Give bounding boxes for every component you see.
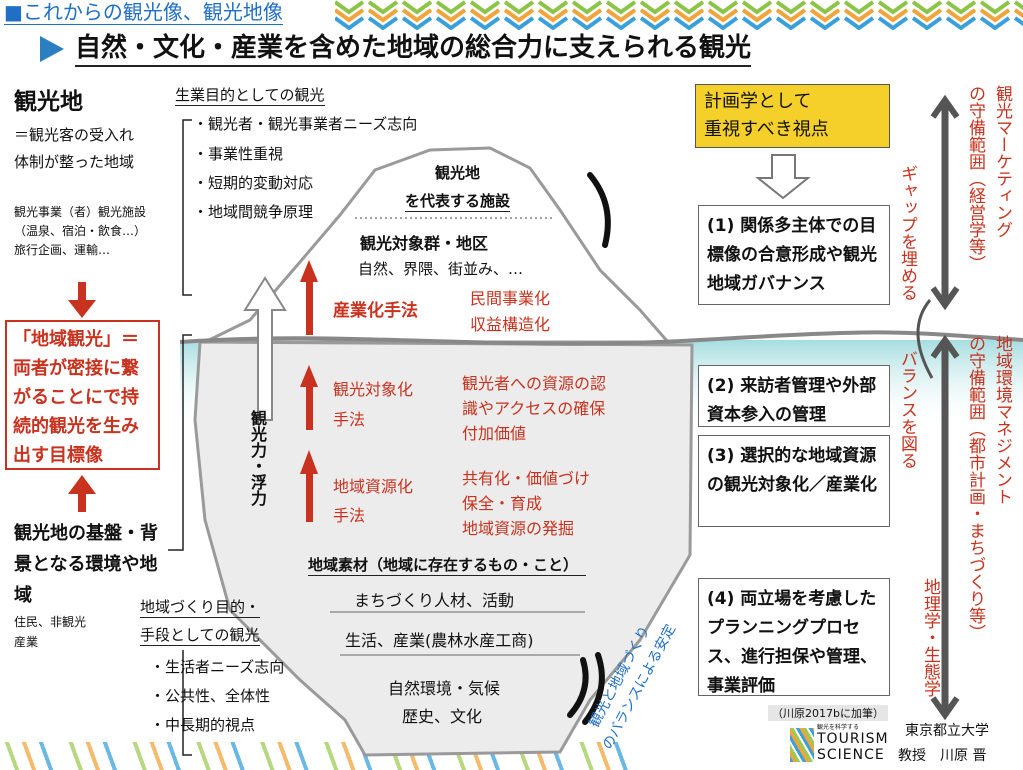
logo-text: SCIENCE xyxy=(817,747,885,763)
method-desc: 保全・育成 xyxy=(462,494,543,513)
layer: まちづくり人材、活動 xyxy=(354,591,515,610)
iceberg-top: 観光地 xyxy=(435,164,481,182)
marketing-scope: の守備範囲（経営学等） xyxy=(965,85,985,272)
community-item: ・中長期的視点 xyxy=(150,716,256,734)
motion-arc-icon xyxy=(582,652,605,725)
method-name: 観光対象化 xyxy=(333,380,414,399)
balance-label: バランスを図る xyxy=(897,350,917,469)
point-2: (2) 来訪者管理や外部資本参入の管理 xyxy=(698,365,890,427)
logo: 観光を科学する TOURISM SCIENCE xyxy=(790,722,888,767)
planning-box: 計画学として 重視すべき視点 xyxy=(695,84,890,148)
logo-mark-icon xyxy=(790,728,814,762)
method-name: 手法 xyxy=(333,410,366,429)
method-name: 手法 xyxy=(333,506,366,525)
business-item: ・事業性重視 xyxy=(193,145,284,163)
motion-arc-icon xyxy=(587,172,611,248)
base-heading: 観光地の基盤・背景となる環境や地域 xyxy=(14,523,158,606)
tourist-area-detail: 観光事業（者）観光施設（温泉、宿泊・飲食…）旅行企画、運輸… xyxy=(14,205,147,257)
attraction-group: 観光対象群・地区 xyxy=(360,234,489,253)
planning-line: 計画学として xyxy=(704,91,812,112)
method-desc: 観光者への資源の認 xyxy=(462,374,607,393)
point-3: (3) 選択的な地域資源の観光対象化／産業化 xyxy=(698,435,890,527)
method-name: 地域資源化 xyxy=(333,477,414,496)
attraction-items: 自然、界隈、街並み、… xyxy=(358,260,524,278)
affiliation: 東京都立大学 xyxy=(905,723,989,739)
geo-label: 地理学・生態学 xyxy=(920,578,940,697)
section-title: ■これからの観光像、観光地像 xyxy=(4,0,283,25)
iceberg-top: を代表する施設 xyxy=(405,192,511,212)
tourist-area-heading: 観光地 xyxy=(14,89,83,115)
logo-text: TOURISM xyxy=(817,731,889,747)
method-desc: 識やアクセスの確保 xyxy=(462,399,606,418)
chevron-decoration xyxy=(335,0,1023,30)
motion-arc-icon xyxy=(567,657,589,718)
logo-small: 観光を科学する xyxy=(817,724,860,731)
method-desc: 地域資源の発掘 xyxy=(462,519,575,538)
triangle-icon xyxy=(40,36,64,62)
page-title: 自然・文化・産業を含めた地域の総合力に支えられる観光 xyxy=(75,31,752,67)
planning-line: 重視すべき視点 xyxy=(704,119,829,140)
citation: （川原2017bに加筆） xyxy=(768,705,888,721)
local-materials: 地域素材（地域に存在するもの・こと） xyxy=(308,554,587,576)
gap-label: ギャップを埋める xyxy=(897,165,917,301)
community-item: ・公共性、全体性 xyxy=(150,687,271,705)
point-4: (4) 両立場を考慮したプランニングプロセス、進行担保や管理、事業評価 xyxy=(698,578,890,696)
water-line xyxy=(179,330,1023,346)
layer: 生活、産業(農林水産工商) xyxy=(345,631,534,650)
chevron-stripe xyxy=(335,0,1023,15)
community-item: ・生活者ニーズ志向 xyxy=(150,658,285,676)
chevron-stripe xyxy=(335,8,1023,23)
method-name: 産業化手法 xyxy=(333,301,418,321)
community-title: 地域づくり目的・ xyxy=(140,598,261,618)
down-arrow-icon xyxy=(755,154,811,200)
buoyancy-label: 観光力・浮力 xyxy=(248,410,267,506)
business-item: ・短期的変動対応 xyxy=(193,174,314,192)
red-arrows xyxy=(68,260,318,522)
env-scope: の守備範囲（都市計画・まちづくり等） xyxy=(965,335,985,641)
goal-box: 「地域観光」＝両者が密接に繋がることにで持続的観光を生み出す目標像 xyxy=(5,320,160,470)
business-item: ・地域間競争原理 xyxy=(193,203,314,221)
community-title: 手段としての観光 xyxy=(140,626,260,646)
method-desc: 民間事業化 xyxy=(470,289,551,308)
base-detail: 住民、非観光産業 xyxy=(14,615,87,649)
buoyancy-arrow-icon xyxy=(243,276,287,421)
method-desc: 共有化・価値づけ xyxy=(462,469,591,488)
marketing-label: 観光マーケティング xyxy=(992,85,1012,238)
env-label: 地域環境マネジメント xyxy=(992,335,1012,505)
iceberg-above xyxy=(204,146,672,344)
layer: 歴史、文化 xyxy=(402,707,483,726)
chevron-stripe xyxy=(335,16,1023,30)
author: 教授 川原 晋 xyxy=(898,748,987,764)
business-title: 生業目的としての観光 xyxy=(175,86,325,106)
iceberg-underwater xyxy=(193,340,694,757)
tourist-area-definition: ＝観光客の受入れ体制が整った地域 xyxy=(14,126,135,171)
layer: 自然環境・気候 xyxy=(388,679,501,698)
method-desc: 収益構造化 xyxy=(470,315,551,334)
point-1: (1) 関係多主体での目標像の合意形成や観光地域ガバナンス xyxy=(698,205,890,305)
method-desc: 付加価値 xyxy=(462,424,527,443)
business-item: ・観光者・観光事業者ニーズ志向 xyxy=(193,115,418,133)
